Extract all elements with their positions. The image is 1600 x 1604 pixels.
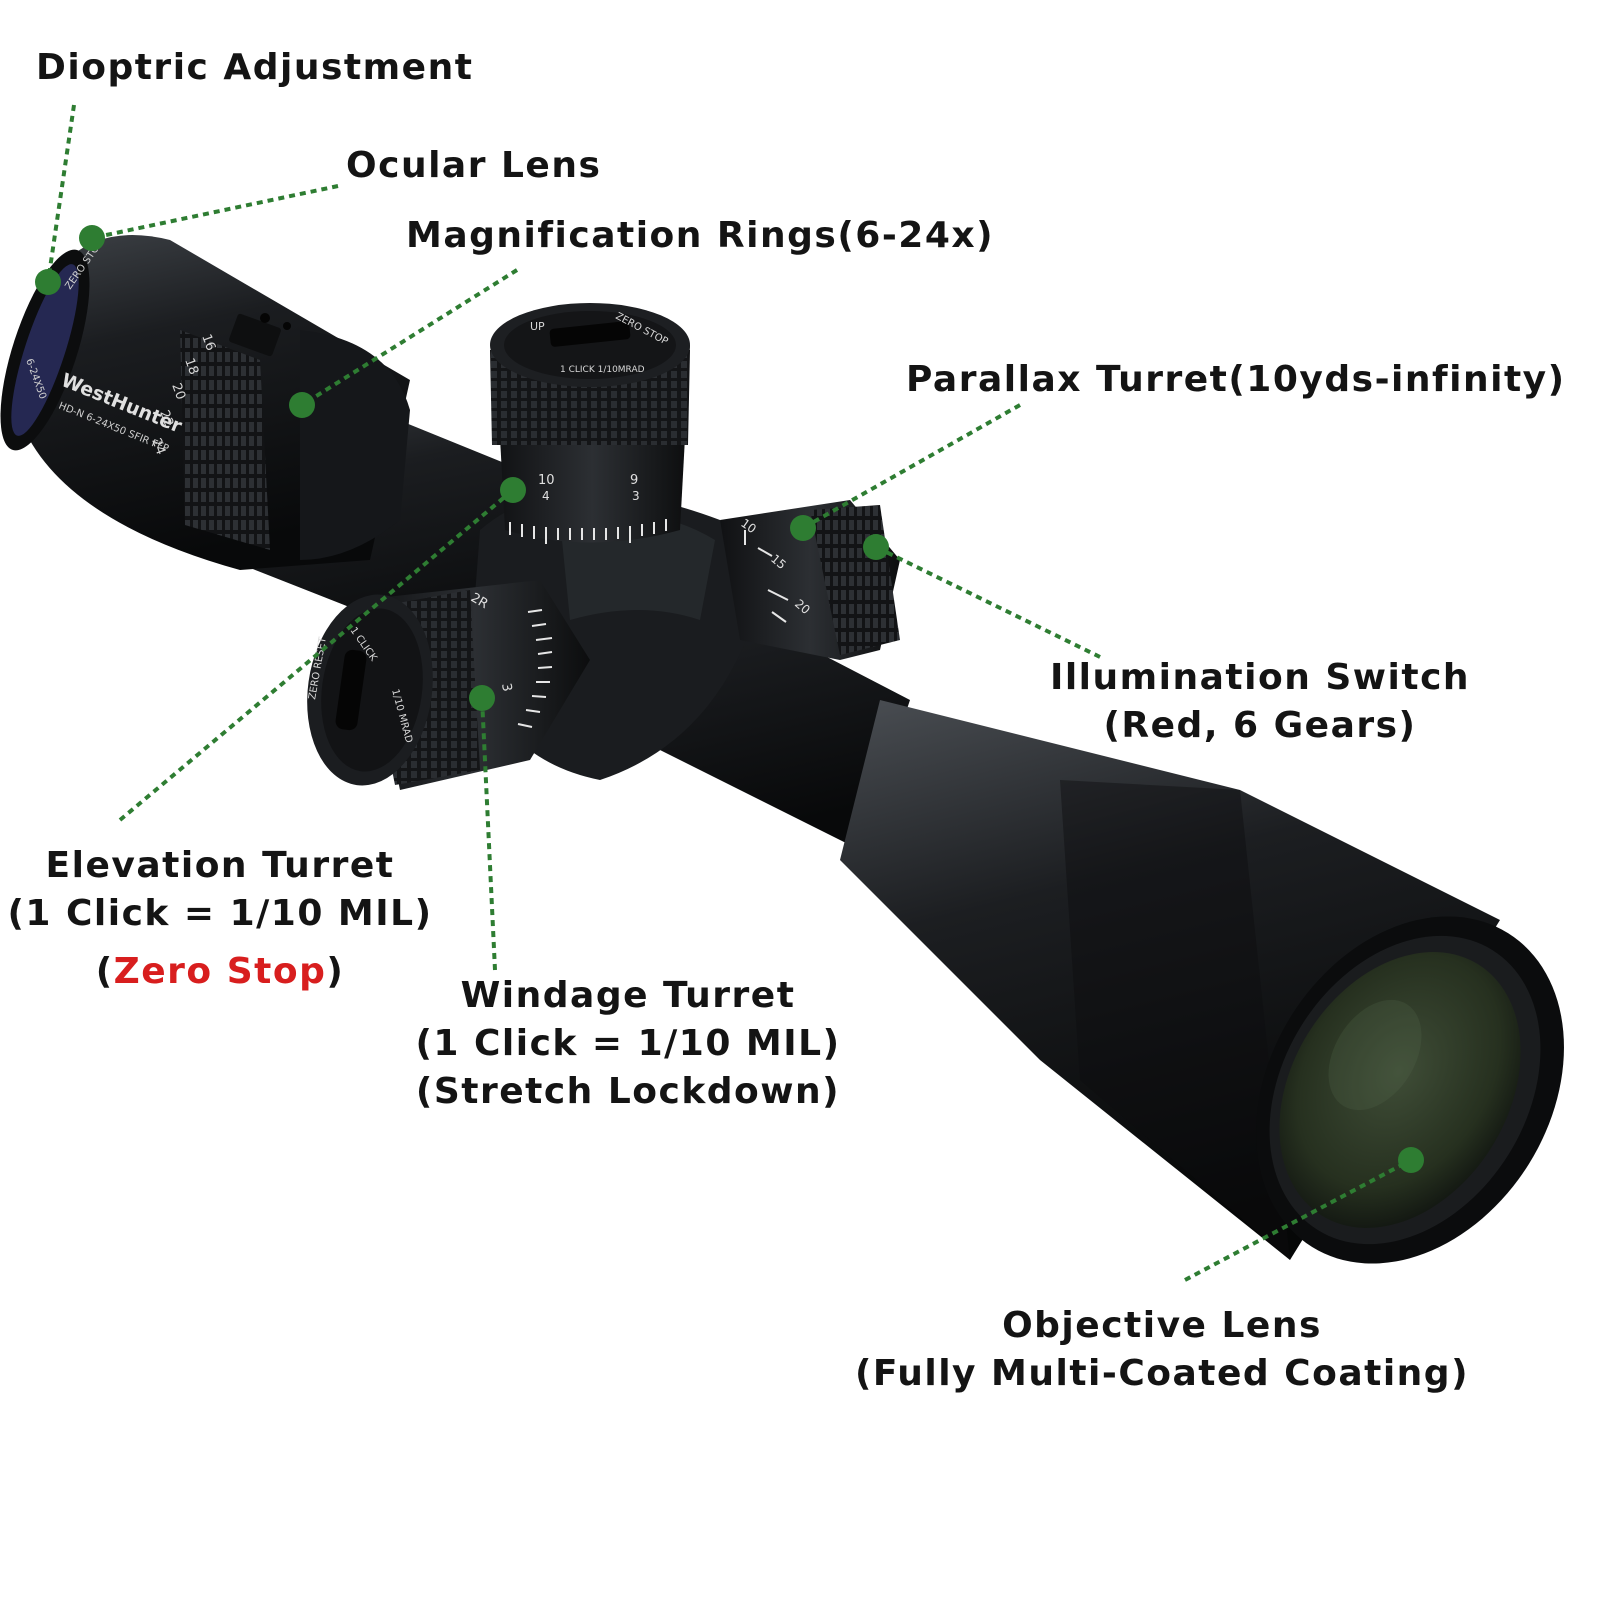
mag-tick-label: 22 [156,408,176,429]
windage-lockdown: (Stretch Lockdown) [415,1071,841,1112]
objective-coating: (Fully Multi-Coated Coating) [854,1353,1470,1394]
objective-lens-label: Objective Lens (Fully Multi-Coated Coati… [832,1302,1492,1398]
elevation-title: Elevation Turret [45,845,395,886]
mag-tick-label: 18 [181,356,201,377]
elevation-leader [118,488,515,822]
mag-tick-label: 24 [148,436,168,457]
dioptric-adjustment-label: Dioptric Adjustment [36,47,474,88]
windage-title: Windage Turret [460,975,796,1016]
elevation-scale-label: 3 [632,489,640,503]
elevation-scale-label: 10 [538,473,555,488]
callout-dots [35,225,1424,1173]
windage-turret-label: Windage Turret (1 Click = 1/10 MIL) (Str… [408,972,848,1116]
windage-scale-label: 3 [498,682,514,693]
windage-leader [480,697,497,971]
parallax-turret-label: Parallax Turret(10yds-infinity) [906,359,1566,400]
elevation-zero-stop: (Zero Stop) [0,948,440,996]
windage-turret[interactable]: ZERO RESET 1 CLICK 1/10 MRAD 2R 3 [295,580,590,794]
elevation-dot [500,477,526,503]
paren-open: ( [95,951,114,992]
elevation-click-text: 1 CLICK 1/10MRAD [560,365,645,375]
paren-close: ) [326,951,345,992]
magnification-leader [300,268,519,407]
windage-dot [469,685,495,711]
objective-leader [1184,1158,1412,1282]
illumination-dot [863,534,889,560]
illumination-switch-label: Illumination Switch (Red, 6 Gears) [1030,654,1490,750]
illumination-detail: (Red, 6 Gears) [1103,705,1417,746]
windage-scale-label: 2R [468,590,490,612]
mag-tick-label: 20 [168,381,188,402]
magnification-rings-label: Magnification Rings(6-24x) [406,215,995,256]
callout-lines [46,104,1412,1282]
elevation-up-text: UP [530,320,545,333]
elevation-click: (1 Click = 1/10 MIL) [7,893,433,934]
elevation-turret[interactable]: UP ZERO STOP 1 CLICK 1/10MRAD 10 9 4 3 [490,303,690,544]
windage-click: (1 Click = 1/10 MIL) [415,1023,841,1064]
ocular-lens-label: Ocular Lens [346,145,602,186]
parallax-leader [802,403,1021,530]
elevation-turret-label: Elevation Turret (1 Click = 1/10 MIL) (Z… [0,842,440,996]
illumination-leader [875,545,1101,659]
objective-dot [1398,1147,1424,1173]
ocular-dot [79,225,105,251]
parallax-dot [790,515,816,541]
illumination-title: Illumination Switch [1049,657,1471,698]
elevation-scale-label: 9 [630,473,638,488]
mag-tick-label: 16 [198,332,218,353]
elevation-scale-label: 4 [542,489,550,503]
objective-lens [1256,916,1564,1264]
ocular-leader [91,184,339,240]
magnification-dot [289,392,315,418]
zero-stop-highlight: Zero Stop [113,951,327,992]
dioptric-leader [46,104,76,283]
dioptric-dot [35,269,61,295]
objective-title: Objective Lens [1002,1305,1322,1346]
